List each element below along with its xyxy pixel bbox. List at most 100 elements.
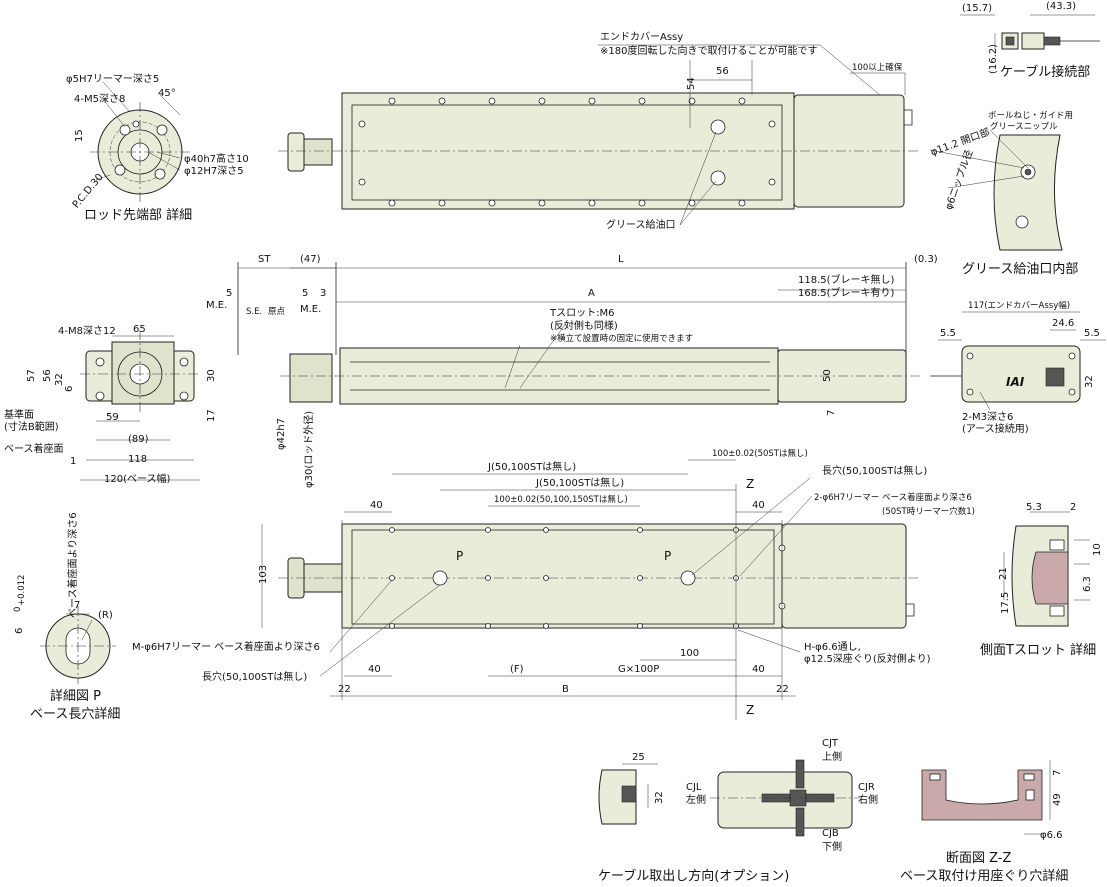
rear-label-m3: 2-M3深さ6 — [962, 411, 1013, 423]
side-label-opposite: (反対側も同様) — [550, 319, 618, 332]
grease-port-view: ボールねじ・ガイド用 グリースニップル φ11.2 開口部 φ6ニップル径 グリ… — [929, 110, 1079, 277]
side-label-origin: 原点 — [268, 307, 286, 317]
front-label-1: 1 — [70, 456, 76, 467]
cable-option-cjb: CJB — [822, 828, 839, 839]
side-label-7: 7 — [826, 410, 837, 416]
side-label-a: A — [588, 288, 595, 299]
cable-option-label-32: 32 — [654, 791, 665, 804]
side-label-note: ※横立て設置時の固定に使用できます — [550, 333, 693, 344]
side-label-tslot: Tスロット:M6 — [549, 308, 614, 319]
side-label-brake-off: 118.5(ブレーキ無し) — [798, 273, 895, 286]
section-label-49: 49 — [1052, 793, 1063, 806]
grease-label-4: φ6ニップル径 — [942, 148, 976, 212]
t-slot-detail-view: 5.3 2 21 6.3 17.5 10 側面Tスロット 詳細 — [980, 502, 1103, 658]
bottom-label-b: B — [562, 684, 569, 695]
detail-p-label-tol2: 0 — [13, 607, 23, 612]
bottom-label-40a: 40 — [370, 500, 383, 511]
cable-option-view: 25 32 CJL 左側 CJT 上側 CJR 右側 CJB 下側 ケーブル取出… — [598, 738, 878, 884]
bottom-label-p1: P — [456, 549, 463, 563]
rear-label-55a: 5.5 — [940, 328, 956, 339]
detail-p-label-depth: ベース着座面より深さ6 — [66, 512, 79, 618]
side-label-phi30: φ30(ロッド外径) — [302, 411, 315, 488]
detail-p-view: 7 (R) 6 +0.012 0 ベース着座面より深さ6 詳細図 P ベース長穴… — [13, 512, 120, 722]
side-label-5b: 5 — [302, 288, 308, 299]
t-slot-title: 側面Tスロット 詳細 — [980, 642, 1096, 658]
tslot-label-10: 10 — [1092, 543, 1103, 556]
detail-p-label-tol1: +0.012 — [17, 575, 27, 606]
section-zz-view: 7 49 φ6.6 断面図 Z-Z ベース取付け用座ぐり穴詳細 — [900, 760, 1068, 884]
grease-label-1: ボールねじ・ガイド用 — [988, 110, 1073, 121]
top-label-4: 54 — [686, 77, 697, 90]
bottom-label-40b: 40 — [752, 500, 765, 511]
bottom-label-reamer-note: (50ST時リーマー穴数1) — [882, 506, 975, 517]
bottom-label-100a: 100±0.02(50,100,150STは無し) — [494, 494, 628, 505]
bottom-label-reamer2: M-φ6H7リーマー ベース着座面より深さ6 — [132, 640, 320, 653]
side-label-3: 3 — [320, 288, 326, 299]
top-screw-holes — [358, 97, 776, 207]
front-label-59: 59 — [106, 412, 119, 423]
rod-tip-label-1: φ5H7リーマー深さ5 — [66, 73, 159, 85]
side-label-phi42: φ42h7 — [276, 418, 287, 450]
rear-label-ground: (アース接続用) — [962, 422, 1029, 435]
front-label-6: 6 — [64, 386, 75, 392]
bottom-label-reamer1: 2-φ6H7リーマー ベース着座面より深さ6 — [814, 492, 972, 503]
bottom-label-100b: 100±0.02(50STは無し) — [712, 448, 808, 459]
rear-view: 117(エンドカバーAssy幅) 5.5 24.6 5.5 32 2-M3深さ6… — [930, 300, 1106, 435]
front-label-32: 32 — [54, 373, 65, 386]
tslot-label-175: 17.5 — [1000, 592, 1011, 614]
bottom-label-z2: Z — [746, 703, 754, 717]
tslot-label-21: 21 — [998, 567, 1009, 580]
top-label-2: ※180度回転した向きで取付けることが可能です — [600, 44, 817, 57]
cable-option-top: 上側 — [822, 750, 842, 763]
rear-label-55b: 5.5 — [1084, 328, 1100, 339]
bottom-label-slot1: 長穴(50,100STは無し) — [822, 464, 927, 477]
bottom-label-22a: 22 — [338, 684, 351, 695]
detail-p-title-2: ベース長穴詳細 — [30, 706, 120, 722]
front-label-17: 17 — [206, 409, 217, 422]
side-view: ST (47) L (0.3) A 118.5(ブレーキ無し) 168.5(ブレ… — [206, 254, 938, 488]
bottom-label-f: (F) — [510, 664, 524, 675]
bottom-label-h1: H-φ6.6通し, — [804, 641, 861, 653]
front-label-ref: 基準面 — [4, 408, 34, 421]
rear-logo: IAI — [1006, 375, 1025, 389]
detail-p-label-r: (R) — [98, 610, 113, 621]
side-label-se: S.E. — [246, 307, 262, 317]
side-label-me2: M.E. — [300, 304, 321, 315]
side-label-50: 50 — [822, 369, 833, 382]
front-label-30: 30 — [206, 369, 217, 382]
cable-option-bottom: 下側 — [822, 840, 842, 853]
top-label-1: エンドカバーAssy — [600, 31, 683, 43]
bottom-label-h2: φ12.5深座ぐり(反対側より) — [804, 652, 931, 665]
side-label-brake-on: 168.5(ブレーキ有り) — [798, 286, 895, 299]
bottom-label-g: G×100P — [618, 664, 659, 675]
bottom-label-22b: 22 — [776, 684, 789, 695]
front-label-seat: ベース着座面 — [4, 442, 64, 455]
cable-label-2: (43.3) — [1046, 1, 1076, 12]
side-label-l: L — [618, 254, 624, 265]
cable-label-1: (15.7) — [962, 3, 992, 14]
bottom-label-j1: J(50,100STは無し) — [487, 460, 576, 473]
cable-option-cjl: CJL — [686, 782, 702, 793]
rod-tip-label-5: P.C.D.30 — [71, 172, 106, 211]
side-label-me1: M.E. — [206, 300, 227, 311]
top-view: エンドカバーAssy ※180度回転した向きで取付けることが可能です 56 54… — [278, 31, 920, 231]
tslot-label-63: 6.3 — [1082, 576, 1093, 592]
cable-connector-title: ケーブル接続部 — [1000, 64, 1090, 80]
side-label-5a: 5 — [226, 288, 232, 299]
detail-p-label-6: 6 — [14, 628, 25, 634]
front-label-120: 120(ベース幅) — [104, 472, 170, 485]
cable-option-right: 右側 — [858, 793, 878, 806]
rod-tip-label-7: φ12H7深さ5 — [184, 165, 244, 177]
bottom-label-40c: 40 — [368, 664, 381, 675]
grease-label-2: グリースニップル — [990, 121, 1058, 132]
front-label-118: 118 — [128, 454, 147, 465]
top-label-3: 56 — [716, 66, 729, 77]
side-label-03: (0.3) — [914, 254, 938, 265]
front-label-89: (89) — [128, 434, 149, 445]
tslot-label-53: 5.3 — [1026, 502, 1042, 513]
section-title-1: 断面図 Z-Z — [946, 851, 1012, 866]
bottom-label-slot2: 長穴(50,100STは無し) — [202, 670, 307, 683]
front-label-56: 56 — [42, 369, 53, 382]
bottom-label-40d: 40 — [752, 664, 765, 675]
